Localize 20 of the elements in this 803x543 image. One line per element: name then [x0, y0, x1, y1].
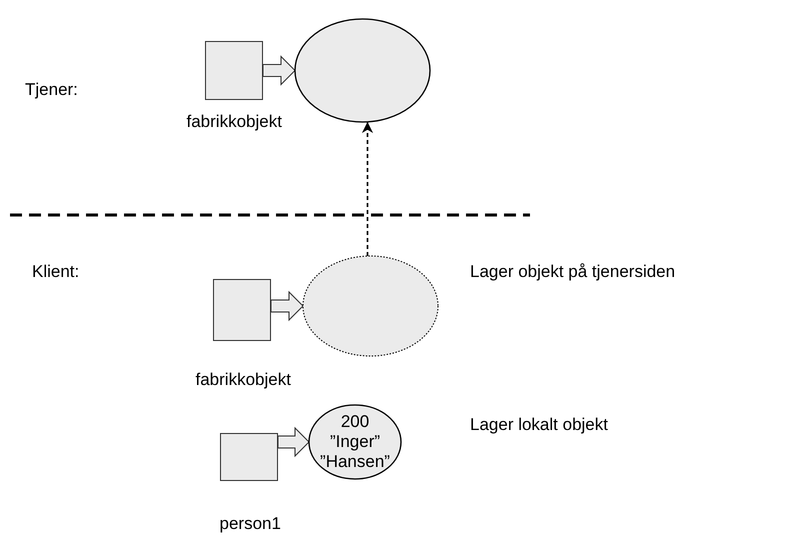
reference-name: person1 — [220, 514, 281, 534]
field-value: ”Hansen” — [320, 452, 390, 472]
reference-name: fabrikkobjekt — [186, 112, 282, 132]
remote-object-ellipse — [302, 255, 439, 357]
field-value: 200 — [340, 412, 370, 432]
object-ellipse — [294, 18, 431, 123]
object-ellipse — [308, 404, 402, 480]
reference-name: fabrikkobjekt — [196, 370, 291, 390]
reference-box — [213, 279, 271, 341]
field-value: ”Inger” — [330, 432, 380, 452]
note-text: Lager objekt på tjenersiden — [470, 262, 676, 282]
reference-box — [220, 433, 278, 481]
block-arrow — [278, 426, 310, 458]
reference-box — [205, 41, 263, 100]
block-arrow — [262, 55, 296, 86]
note-text: Lager lokalt objekt — [470, 415, 608, 435]
arrow — [362, 122, 374, 256]
block-arrow — [270, 290, 304, 322]
note-text: Klient: — [32, 262, 80, 282]
note-text: Tjener: — [25, 80, 78, 100]
